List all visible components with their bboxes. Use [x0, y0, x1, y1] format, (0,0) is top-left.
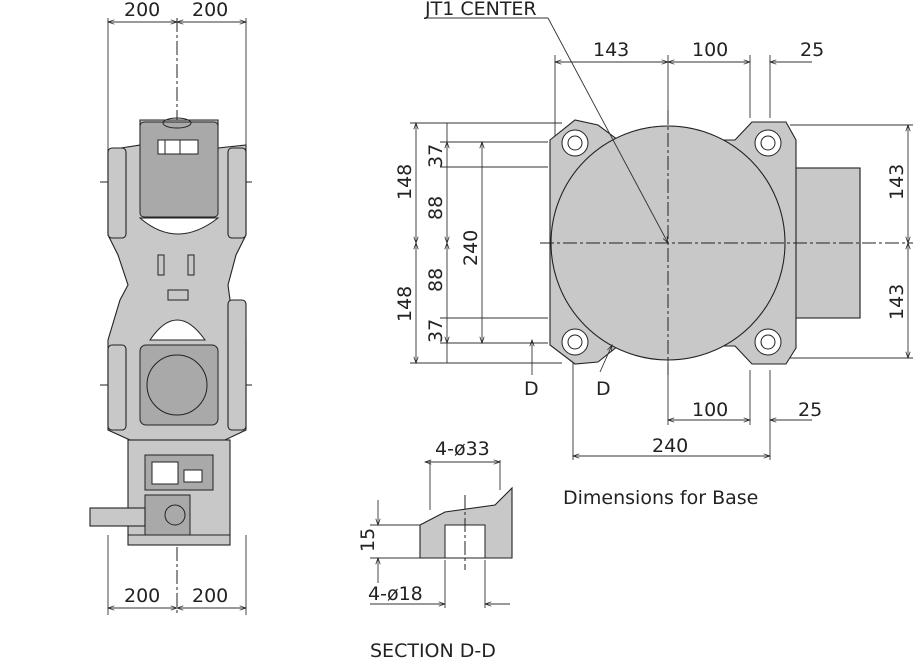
jt1-center-label: JT1 CENTER	[424, 0, 537, 20]
robot-side-view	[89, 18, 255, 615]
dim-base-left-148-top: 148	[394, 164, 416, 200]
dim-section-holes-33: 4-ø33	[435, 438, 490, 460]
robot-wrist-head	[139, 121, 219, 218]
dim-base-left-37-bottom: 37	[425, 319, 447, 343]
section-marker-right: D	[596, 378, 611, 400]
dim-section-holes-18: 4-ø18	[368, 583, 423, 605]
dim-base-right-143-bottom: 143	[886, 284, 908, 320]
mounting-hole-top-right	[754, 129, 782, 157]
dimensions-for-base-caption: Dimensions for Base	[563, 487, 758, 509]
dim-section-depth-15: 15	[357, 528, 379, 552]
dim-base-bottom-240: 240	[652, 435, 688, 457]
dim-base-right-143-top: 143	[886, 164, 908, 200]
section-dd-view	[370, 460, 513, 608]
dim-robot-bottom-right: 200	[192, 585, 228, 607]
dim-base-left-37-top: 37	[425, 144, 447, 168]
dim-robot-top-left: 200	[124, 0, 160, 21]
dim-base-top-143: 143	[593, 39, 629, 61]
dim-base-left-148-bottom: 148	[394, 286, 416, 322]
dim-base-top-25: 25	[800, 39, 824, 61]
dim-base-left-240: 240	[460, 230, 482, 266]
section-marker-left: D	[524, 378, 539, 400]
mounting-hole-bottom-right	[754, 328, 782, 356]
dim-base-left-88-bottom: 88	[425, 268, 447, 292]
mounting-hole-top-left	[561, 129, 589, 157]
dim-base-bottom-100: 100	[692, 399, 728, 421]
section-dd-caption: SECTION D-D	[370, 640, 496, 658]
mounting-hole-bottom-left	[561, 328, 589, 356]
robot-label-plate	[157, 139, 199, 155]
dim-base-top-100: 100	[692, 39, 728, 61]
dim-robot-top-right: 200	[192, 0, 228, 21]
dim-base-left-88-top: 88	[425, 196, 447, 220]
base-plan-view	[410, 17, 913, 460]
dim-robot-bottom-left: 200	[124, 585, 160, 607]
robot-cable-connector	[89, 507, 146, 527]
dim-base-bottom-25: 25	[798, 399, 822, 421]
